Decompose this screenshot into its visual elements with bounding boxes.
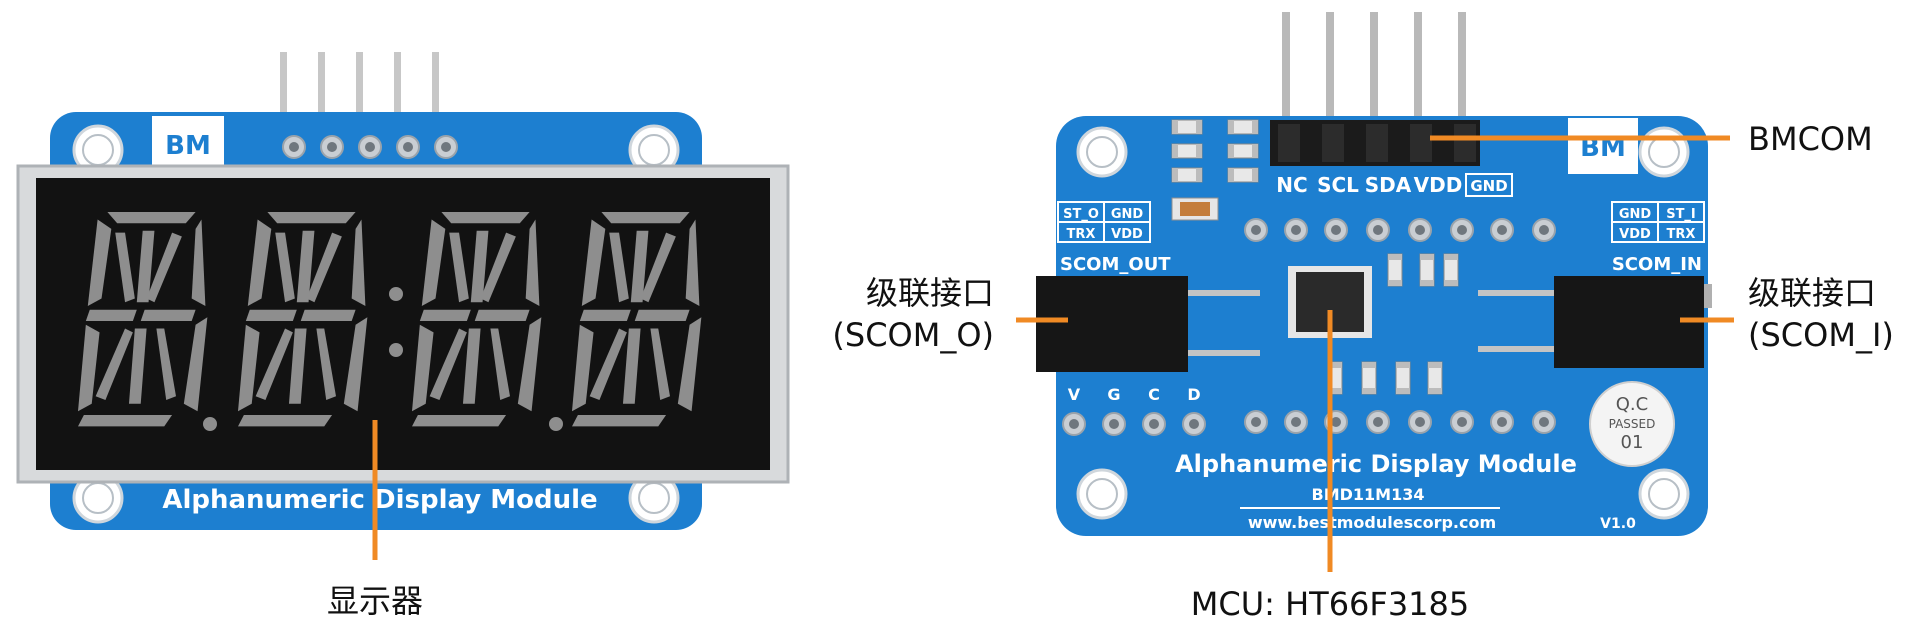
svg-text:D: D <box>1187 385 1200 404</box>
svg-text:V: V <box>1068 385 1081 404</box>
vgcd-pads: V G C D <box>1062 385 1206 436</box>
svg-text:Q.C: Q.C <box>1616 394 1648 415</box>
scom-out-connector <box>1036 276 1260 372</box>
scom-out-label-name: (SCOM_O) <box>832 316 994 354</box>
front-header-pins <box>280 52 439 114</box>
qc-sticker: Q.C PASSED 01 <box>1589 381 1675 467</box>
svg-text:G: G <box>1107 385 1120 404</box>
version-silk: V1.0 <box>1600 516 1636 532</box>
scom-out-pin-table: ST_O GND TRX VDD <box>1057 201 1151 243</box>
svg-text:GND: GND <box>1470 177 1507 195</box>
svg-text:PASSED: PASSED <box>1609 417 1656 431</box>
svg-text:TRX: TRX <box>1667 227 1696 242</box>
scom-in-label: 级联接口 (SCOM_I) <box>1748 272 1918 356</box>
svg-text:ST_O: ST_O <box>1063 207 1099 222</box>
svg-text:NC: NC <box>1276 173 1307 197</box>
scom-in-connector <box>1478 276 1712 368</box>
bmcom-label: BMCOM <box>1748 120 1873 158</box>
website-silk: www.bestmodulescorp.com <box>1248 513 1496 532</box>
svg-text:GND: GND <box>1619 207 1652 222</box>
front-module: BM Alphanumeric Display Module <box>16 52 790 530</box>
back-brand-logo: BM <box>1568 118 1638 174</box>
svg-text:ST_I: ST_I <box>1666 207 1696 222</box>
scom-in-pin-table: GND ST_I VDD TRX <box>1611 201 1705 243</box>
part-number-silk: BMD11M134 <box>1312 485 1425 504</box>
svg-text:SDA: SDA <box>1365 173 1412 197</box>
back-title-silk: Alphanumeric Display Module <box>1175 450 1577 478</box>
svg-text:SCL: SCL <box>1317 173 1359 197</box>
display-digits <box>78 212 702 431</box>
front-brand-logo: BM <box>152 116 224 172</box>
scom-out-label-title: 级联接口 <box>865 274 994 312</box>
svg-text:VDD: VDD <box>1111 227 1143 242</box>
svg-text:VDD: VDD <box>1619 227 1651 242</box>
front-title-silk: Alphanumeric Display Module <box>162 485 597 515</box>
scom-out-silk: SCOM_OUT <box>1060 254 1171 275</box>
svg-text:VDD: VDD <box>1414 173 1463 197</box>
display-label: 显示器 <box>326 582 423 620</box>
back-header-pins <box>1282 12 1466 124</box>
svg-text:BM: BM <box>165 131 211 161</box>
svg-text:GND: GND <box>1111 207 1144 222</box>
svg-text:TRX: TRX <box>1067 227 1096 242</box>
mcu-label: MCU: HT66F3185 <box>1190 585 1470 623</box>
back-module: NC SCL SDA VDD GND BM ST_O GND TRX V <box>1036 12 1712 536</box>
scom-in-label-title: 级联接口 <box>1748 274 1877 312</box>
bmcom-pin-labels: NC SCL SDA VDD GND <box>1276 173 1513 197</box>
svg-text:01: 01 <box>1621 432 1644 453</box>
scom-in-silk: SCOM_IN <box>1612 254 1702 275</box>
svg-text:C: C <box>1148 385 1160 404</box>
scom-out-label: 级联接口 (SCOM_O) <box>818 272 994 356</box>
scom-in-label-name: (SCOM_I) <box>1748 316 1894 354</box>
